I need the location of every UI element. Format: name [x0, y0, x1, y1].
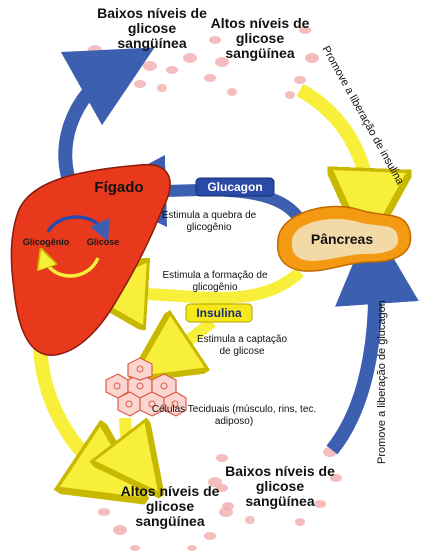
arrow-liver-to-high-bottom: [40, 345, 112, 478]
label-stimulate-formation: Estimula a formação de glicogênio: [150, 270, 280, 294]
glucagon-badge: Glucagon: [196, 180, 274, 194]
label-low-glucose-top: Baixos níveis de glicose sangüínea: [92, 6, 212, 51]
label-stimulate-uptake: Estimula a captação de glicose: [196, 334, 288, 358]
label-high-glucose-bottom: Altos níveis de glicose sangüínea: [120, 484, 220, 529]
label-liver: Fígado: [84, 180, 154, 195]
label-high-glucose-top: Altos níveis de glicose sangüínea: [210, 16, 310, 61]
label-glycogen: Glicogênio: [18, 237, 74, 247]
arrow-cells-to-high-bottom: [125, 418, 140, 468]
label-stimulate-breakdown: Estimula a quebra de glicogênio: [150, 210, 268, 234]
label-promote-glucagon: Promove a liberação de glucagon: [376, 300, 388, 464]
arrow-low-bottom-to-pancreas: [332, 262, 375, 450]
insulin-badge: Insulina: [186, 306, 252, 320]
label-low-glucose-bottom: Baixos níveis de glicose sangüínea: [220, 464, 340, 509]
label-tissue-cells: Células Teciduais (músculo, rins, tec. a…: [150, 404, 318, 428]
label-glucose: Glicose: [80, 237, 126, 247]
label-pancreas: Pâncreas: [292, 232, 392, 247]
